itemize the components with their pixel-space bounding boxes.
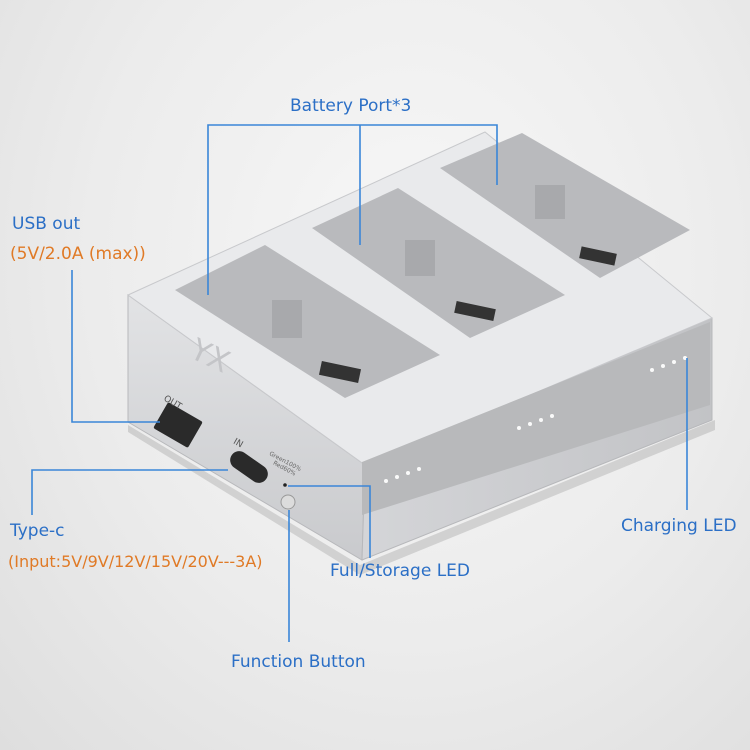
battery-port-label: Battery Port*3	[290, 96, 412, 116]
usb-a-port	[153, 402, 203, 448]
battery-slot-2	[312, 188, 565, 338]
charging-led-dots	[384, 356, 687, 483]
leader-lines	[31, 124, 688, 642]
usb-out-label: USB out	[12, 214, 81, 234]
full-storage-led-label: Full/Storage LED	[330, 561, 471, 581]
usb-out-spec: (5V/2.0A (max))	[10, 244, 146, 264]
battery-contacts-3	[579, 246, 617, 266]
function-button-label: Function Button	[231, 652, 366, 672]
type-c-leader	[31, 469, 228, 515]
function-button	[280, 494, 296, 510]
charging-led-panel	[362, 322, 710, 515]
storage-led-leader	[288, 485, 371, 558]
storage-led	[283, 483, 287, 487]
type-c-label: Type-c	[10, 521, 65, 541]
battery-contacts-1	[318, 360, 362, 384]
in-marking: IN	[231, 437, 244, 450]
battery-latch-2	[405, 240, 435, 276]
type-c-spec: (Input:5V/9V/12V/15V/20V---3A)	[8, 552, 263, 571]
battery-latch-3	[535, 185, 565, 219]
usb-out-leader	[71, 270, 160, 423]
battery-contacts-2	[454, 300, 496, 322]
battery-latch-1	[272, 300, 302, 338]
battery-slots	[175, 133, 690, 398]
charging-led-label: Charging LED	[621, 516, 737, 536]
device-shadow	[128, 420, 715, 575]
battery-port-leader	[207, 124, 498, 295]
usb-c-port	[230, 451, 268, 483]
battery-slot-1	[175, 245, 440, 398]
